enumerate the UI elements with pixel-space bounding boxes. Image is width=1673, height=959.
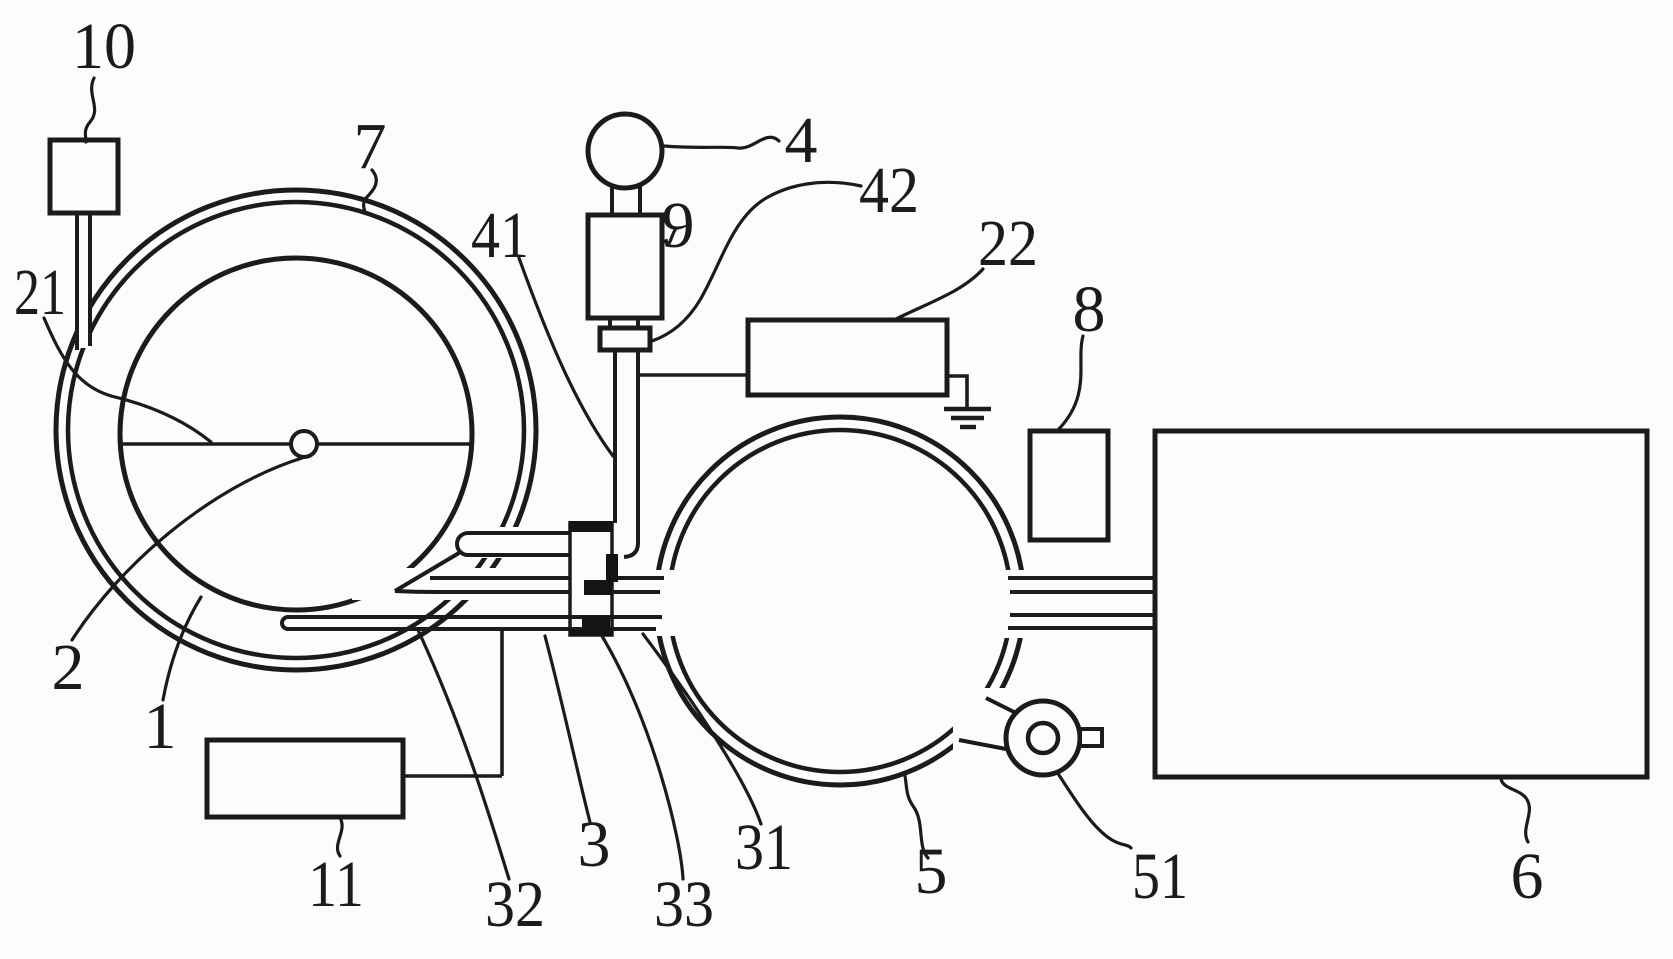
pipe41-right-line: [623, 352, 640, 559]
leader-9: [662, 226, 678, 245]
chamber-notch-upper-arm: [393, 551, 461, 593]
seal-bottom-33: [582, 616, 610, 633]
valve-9-body: [585, 212, 665, 321]
ref-label-51: 51: [1132, 840, 1188, 913]
connector-3-group: [568, 521, 618, 637]
vessel5-break-masks: [628, 570, 1032, 752]
pivot-disc: [289, 429, 319, 459]
ref-label-42: 42: [859, 154, 919, 227]
component-51-inner: [1025, 720, 1061, 756]
leader-21: [42, 316, 213, 444]
leader-31: [641, 632, 763, 826]
left-vessel-group: [53, 187, 539, 673]
ref-label-5: 5: [915, 835, 948, 908]
drain-stub-top: [985, 696, 1017, 715]
component-51-tab: [1078, 727, 1104, 748]
leader-11: [335, 818, 344, 858]
leader-10: [83, 76, 97, 144]
reference-labels-group: 10 7 21 2 1 11 41 4 9 42 22 8 3 32 33 31…: [14, 10, 1544, 941]
leader-6: [1499, 777, 1532, 844]
vessel-outer-jacket-outer-wall: [53, 187, 539, 673]
wire-22-to-ground: [947, 374, 969, 407]
capsule-pipe-end-cap: [455, 531, 469, 557]
ref-label-10: 10: [72, 10, 136, 83]
bulb-4: [585, 111, 665, 191]
drain-stub-bottom: [958, 738, 1007, 751]
connector-seals: [569, 521, 618, 636]
main-pipe-end-cap: [280, 615, 289, 631]
collar-42-fitting: [597, 325, 653, 353]
component-10-box: [47, 137, 121, 216]
boxes-group: [47, 137, 1650, 820]
leader-42: [650, 180, 863, 343]
ref-label-6: 6: [1511, 840, 1544, 913]
leader-32: [416, 628, 511, 881]
ref-label-3: 3: [578, 808, 611, 881]
leader-1: [161, 595, 203, 702]
ref-label-1: 1: [144, 690, 177, 763]
seal-middle-31: [584, 580, 612, 595]
leader-22: [894, 267, 985, 321]
seal-top: [569, 521, 613, 532]
ref-label-33: 33: [654, 868, 714, 941]
component-22-box: [745, 317, 950, 398]
vessel-outer-jacket-inner-wall: [65, 199, 527, 661]
vessel-inner-chamber-wall: [117, 255, 475, 613]
leader-lines-group: [42, 76, 1532, 881]
channel-corridor-mask: [352, 568, 572, 600]
leader-51: [1055, 770, 1133, 850]
leader-2: [70, 456, 304, 642]
leader-41: [517, 256, 615, 458]
ref-label-21: 21: [14, 256, 66, 329]
ref-label-7: 7: [354, 110, 387, 183]
ref-label-22: 22: [978, 207, 1038, 280]
ref-label-32: 32: [485, 868, 545, 941]
component-6-box: [1152, 428, 1650, 780]
ref-label-2: 2: [52, 631, 85, 704]
leader-5: [903, 774, 930, 860]
component-8-box: [1027, 428, 1111, 543]
component-11-box: [204, 737, 406, 820]
leader-33: [600, 634, 685, 881]
ref-label-4: 4: [785, 104, 818, 177]
left-vessel-internals: [120, 429, 472, 459]
valve-stack-group: [585, 111, 665, 353]
vessel5-left-gap-mask: [628, 570, 688, 636]
seal-right-strip: [606, 554, 618, 582]
leader-4: [662, 135, 781, 150]
chamber-notch-lower-arm: [394, 589, 437, 594]
pipes-group: [75, 213, 1155, 751]
leader-7: [362, 168, 378, 214]
ref-label-31: 31: [735, 811, 793, 884]
leader-3: [543, 634, 592, 824]
ref-label-8: 8: [1073, 273, 1106, 346]
ref-label-41: 41: [471, 199, 529, 272]
wiring-group: [403, 373, 991, 778]
ref-label-11: 11: [308, 848, 364, 921]
seal-bottom-band: [570, 630, 612, 636]
component-51-group: [1003, 698, 1104, 778]
ref-label-9: 9: [662, 189, 695, 262]
leader-8: [1056, 334, 1085, 432]
